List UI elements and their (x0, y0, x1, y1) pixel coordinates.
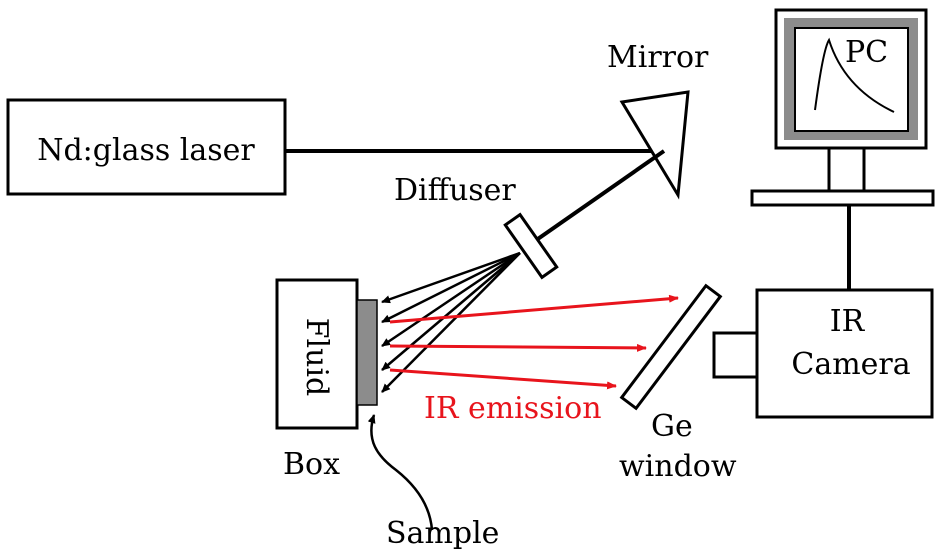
mirror: Mirror (607, 40, 709, 200)
diffused-beam-arrow (381, 251, 521, 324)
diffused-beam-arrow (381, 251, 521, 348)
laser-box (6, 98, 287, 196)
monitor-screen (794, 27, 909, 132)
laser-label: Nd:glass laser (37, 133, 255, 168)
diffuser: Diffuser (394, 173, 559, 280)
sample: Sample (356, 299, 499, 551)
camera-label-line1: IR (830, 304, 866, 339)
sample-plate (356, 299, 378, 406)
ir-emission-arrow (389, 368, 617, 390)
ir-emission: IR emission (389, 294, 679, 426)
monitor-stand (827, 146, 866, 193)
fluid-box: Fluid Box (275, 278, 359, 482)
reflected-beam (520, 149, 666, 252)
diffuser-plate (503, 212, 559, 280)
ir-emission-arrow (389, 294, 679, 324)
camera-body (755, 288, 934, 419)
ir-emission-label: IR emission (424, 391, 602, 426)
sample-pointer-arrow (367, 414, 434, 531)
ir-camera: IR Camera (712, 288, 934, 419)
pc-label: PC (845, 35, 888, 70)
laser: Nd:glass laser (6, 98, 287, 196)
camera-label-line2: Camera (791, 347, 910, 382)
fluid-label: Fluid (299, 318, 334, 397)
decay-curve-icon (814, 37, 895, 113)
pc: PC (750, 8, 935, 207)
mirror-label: Mirror (607, 40, 709, 75)
diffused-beam-arrow (381, 251, 521, 304)
box-label: Box (283, 447, 340, 482)
mirror-element (619, 90, 690, 200)
camera-lens (712, 331, 759, 379)
ge-window-label-line2: window (619, 449, 737, 484)
diffuser-label: Diffuser (394, 173, 516, 208)
diffused-beams (381, 251, 521, 393)
diffused-beam-arrow (381, 252, 521, 371)
ge-window-label-line1: Ge (651, 409, 693, 444)
diffused-beam-arrow (381, 252, 521, 393)
sample-label: Sample (386, 516, 499, 551)
ir-emission-arrow (389, 343, 647, 352)
monitor-base (750, 189, 935, 207)
ge-window: Ge window (619, 283, 737, 484)
ge-window-plate (619, 283, 723, 411)
